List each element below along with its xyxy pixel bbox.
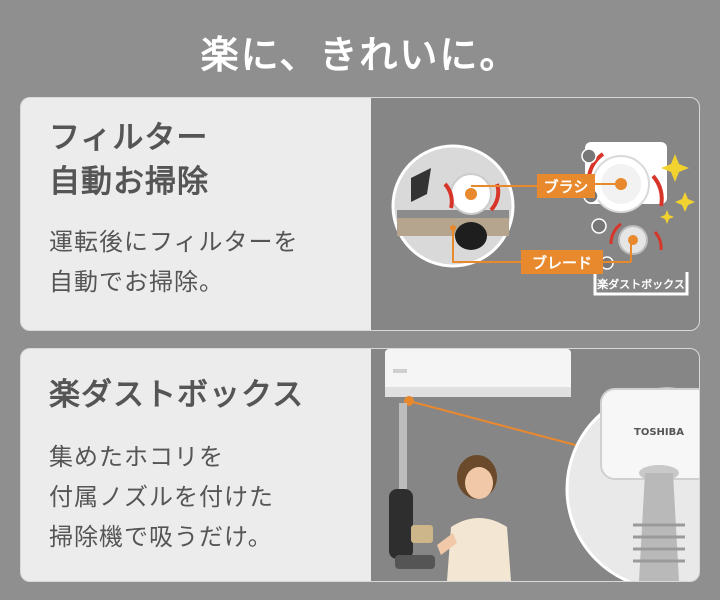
filter-card-text: フィルター 自動お掃除 運転後にフィルターを 自動でお掃除。 — [21, 98, 371, 330]
dust-box-card-text: 楽ダストボックス 集めたホコリを 付属ノズルを付けた 掃除機で吸うだけ。 — [21, 349, 371, 581]
brush-gear-icon — [592, 155, 650, 213]
rotation-arrow-icon — [651, 174, 664, 207]
filter-auto-clean-card: フィルター 自動お掃除 運転後にフィルターを 自動でお掃除。 — [20, 97, 700, 331]
dust-box-outline — [593, 272, 689, 296]
vacuum-scene: TOSHIBA — [385, 349, 699, 581]
dust-box-card: 楽ダストボックス 集めたホコリを 付属ノズルを付けた 掃除機で吸うだけ。 — [20, 348, 700, 582]
dust-box-card-title: 楽ダストボックス — [49, 377, 305, 413]
magnified-filter-view — [391, 144, 515, 268]
blade-label-box — [521, 250, 603, 274]
brand-label: TOSHIBA — [634, 427, 684, 438]
dust-box-card-desc-line3: 掃除機で吸うだけ。 — [49, 523, 273, 551]
dust-box-card-desc-line1: 集めたホコリを — [49, 443, 224, 471]
filter-card-desc-line2: 自動でお掃除。 — [49, 268, 224, 296]
filter-clean-diagram: 楽ダストボックス — [391, 142, 695, 296]
dust-box-label: 楽ダストボックス — [596, 277, 685, 291]
filter-card-title-line2: 自動お掃除 — [49, 164, 209, 200]
nozzle-zoom-view: TOSHIBA — [565, 387, 699, 581]
nozzle-icon — [639, 473, 679, 581]
filter-card-title-line1: フィルター — [49, 120, 209, 156]
headline: 楽に、きれいに。 — [200, 33, 520, 77]
blade-leader-line — [452, 228, 521, 263]
dust-box-card-desc-line2: 付属ノズルを付けた — [49, 483, 274, 511]
blade-wheel-icon — [609, 222, 663, 255]
sparkle-icons — [660, 154, 695, 224]
zoom-leader-line — [408, 400, 584, 448]
vacuum-pipe — [399, 403, 407, 503]
person-figure — [437, 455, 511, 581]
brush-gear-zoom-icon — [450, 173, 492, 215]
blade-label: ブレード — [532, 254, 592, 272]
brush-label: ブラシ — [544, 178, 589, 196]
dust-box-illustration: TOSHIBA — [371, 349, 699, 581]
brush-label-box — [537, 174, 595, 198]
air-conditioner-icon — [385, 349, 571, 397]
filter-card-desc-line1: 運転後にフィルターを — [49, 228, 299, 256]
filter-clean-illustration: 楽ダストボックス — [371, 98, 699, 330]
vacuum-cleaner-icon — [389, 489, 435, 569]
